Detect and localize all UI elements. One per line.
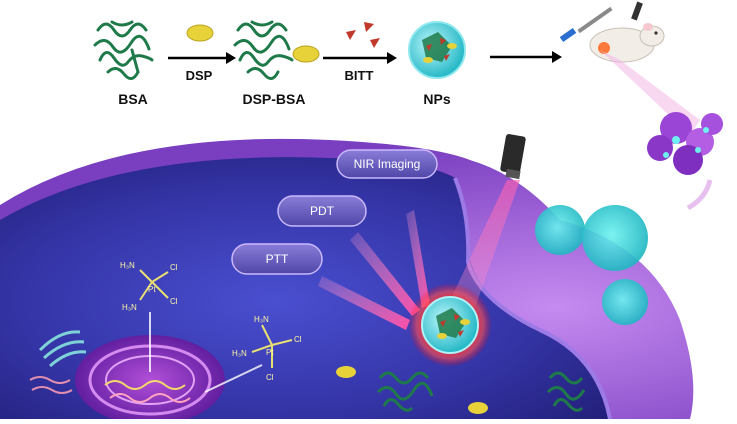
cisplatin-molecule-2: H₃N Pt Cl H₃N Cl <box>232 315 302 382</box>
amine-label-2b: H₃N <box>232 349 247 358</box>
bitt-label: BITT <box>345 68 374 83</box>
nir-imaging-pill: NIR Imaging <box>336 149 438 179</box>
ptt-emission-beam <box>318 276 410 330</box>
nps-label: NPs <box>423 91 450 107</box>
release-streak-2 <box>204 364 263 393</box>
arrow-step-2 <box>323 52 397 64</box>
flow-arrow-curve <box>686 179 713 211</box>
cl-label-1b: Cl <box>170 297 178 306</box>
released-dsp-2 <box>468 402 488 414</box>
bsa-label: BSA <box>118 91 148 107</box>
nanoparticle-icon <box>408 21 466 79</box>
arrow-step-1 <box>168 52 236 64</box>
amine-label-1a: H₃N <box>120 261 135 270</box>
endosome-boundary <box>453 177 612 420</box>
dsp-bsa-conjugate-icon <box>233 20 320 80</box>
amine-label-2a: H₃N <box>254 315 269 324</box>
pdt-emission-beam <box>350 232 420 316</box>
bitt-dye-icon <box>346 22 380 48</box>
nir-imaging-label: NIR Imaging <box>354 157 421 171</box>
endocytosis-vesicles <box>535 205 648 325</box>
ptt-pill: PTT <box>231 243 323 275</box>
mouse-injection-icon <box>559 1 665 63</box>
released-dsp-1 <box>336 366 356 378</box>
activated-nanoparticle <box>408 283 492 367</box>
cl-label-2b: Cl <box>266 373 274 382</box>
released-bsa-1 <box>376 371 434 412</box>
cl-label-1a: Cl <box>170 263 178 272</box>
tumor-cluster-icon <box>647 112 723 175</box>
pdt-pill: PDT <box>277 195 367 227</box>
cl-label-2a: Cl <box>294 335 302 344</box>
cisplatin-molecule-1: H₃N Pt Cl H₃N Cl <box>120 261 178 312</box>
bsa-protein-icon <box>93 20 154 80</box>
er-organelle <box>29 376 73 394</box>
dsp-label: DSP <box>186 68 213 83</box>
released-bsa-2 <box>546 371 586 412</box>
dsp-drug-icon <box>186 24 214 42</box>
pdt-label: PDT <box>310 204 335 218</box>
nir-laser-icon <box>500 134 526 180</box>
pt-label-2: Pt <box>266 348 274 357</box>
dsp-bsa-label: DSP-BSA <box>242 91 305 107</box>
arrow-step-3 <box>490 51 562 63</box>
golgi-organelle <box>38 330 87 368</box>
amine-label-1b: H₃N <box>122 303 137 312</box>
imaging-emission-beam <box>406 210 430 308</box>
ptt-label: PTT <box>266 252 289 266</box>
pt-label-1: Pt <box>148 285 156 294</box>
nucleus <box>75 335 225 424</box>
